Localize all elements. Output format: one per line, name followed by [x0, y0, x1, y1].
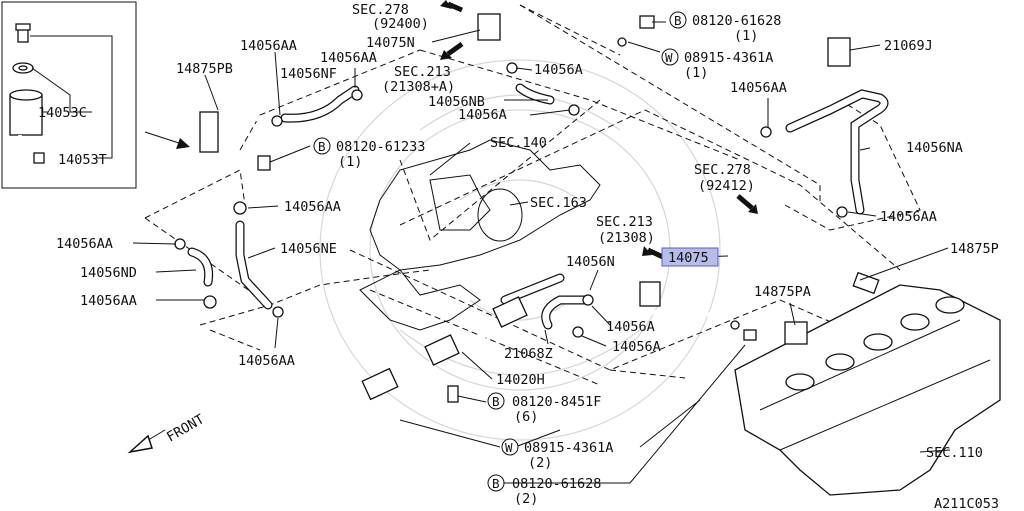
label-sec163: SEC.163	[530, 195, 587, 211]
label-bolt-top-qty: (1)	[734, 28, 758, 44]
label-14053T: 14053T	[58, 152, 107, 168]
label-14056AA-right: 14056AA	[730, 80, 787, 96]
intake-manifold-outline	[359, 139, 601, 331]
label-14056AA-b: 14056AA	[320, 50, 377, 66]
label-sec278-mid: SEC.278	[694, 162, 751, 178]
label-14056N: 14056N	[566, 254, 615, 270]
rail-assembly	[199, 13, 880, 401]
circle-letter: B	[674, 13, 682, 28]
bolt-low-callout: B 08120-8451F (6)	[487, 392, 601, 425]
label-14875PB: 14875PB	[176, 61, 233, 77]
label-14056NF: 14056NF	[280, 66, 337, 82]
label-14056AA-c: 14056AA	[284, 199, 341, 215]
label-sec140: SEC.140	[490, 135, 547, 151]
label-14075[interactable]: 14075	[668, 250, 709, 266]
label-14056AA-f: 14056AA	[238, 353, 295, 369]
label-front: FRONT	[164, 411, 207, 445]
label-washer-top-code: 08915-4361A	[684, 50, 773, 66]
label-14056A-low2: 14056A	[612, 339, 661, 355]
circle-letter: B	[318, 139, 326, 154]
circle-letter: B	[492, 394, 500, 409]
label-sec278-mid-sub: (92412)	[698, 178, 755, 194]
label-14056AA-e: 14056AA	[80, 293, 137, 309]
highlight-14075[interactable]	[661, 247, 719, 267]
label-14056ND: 14056ND	[80, 265, 137, 281]
label-14056A-low1: 14056A	[606, 319, 655, 335]
label-14075N: 14075N	[366, 35, 415, 51]
label-sec213-mid: SEC.213	[596, 214, 653, 230]
label-14056AA-a: 14056AA	[240, 38, 297, 54]
washer-low-callout: W 08915-4361A (2)	[501, 438, 613, 471]
labels: 14875PB 14056AA 14056AA 14056NF SEC.278 …	[56, 2, 999, 511]
label-14020H: 14020H	[496, 372, 545, 388]
clamps	[174, 15, 848, 403]
label-bolt-left-qty: (1)	[338, 154, 362, 170]
label-bolt-left-code: 08120-61233	[336, 139, 425, 155]
label-bolt-bottom-code: 08120-61628	[512, 476, 601, 492]
label-21069J: 21069J	[884, 38, 933, 54]
label-bolt-low-code: 08120-8451F	[512, 394, 601, 410]
label-14875P: 14875P	[950, 241, 999, 257]
arrows	[127, 0, 758, 454]
label-21068Z: 21068Z	[504, 346, 553, 362]
label-sec213-top-sub: (21308+A)	[382, 79, 455, 95]
bolt-bottom-callout: B 08120-61628 (2)	[487, 474, 601, 507]
label-washer-low-qty: (2)	[528, 455, 552, 471]
pipes	[205, 17, 769, 318]
bolt-top-callout: B 08120-61628 (1)	[669, 11, 781, 44]
label-14056AA-d: 14056AA	[56, 236, 113, 252]
bolt-left-callout: B 08120-61233 (1)	[313, 137, 425, 170]
label-14056A-top: 14056A	[534, 62, 583, 78]
label-14056NB: 14056NB	[428, 94, 485, 110]
label-14056A-mid: 14056A	[458, 107, 507, 123]
cylinder-head	[734, 284, 1001, 496]
diagram-id: A211C053	[934, 496, 999, 511]
label-washer-low-code: 08915-4361A	[524, 440, 613, 456]
leader-lines	[132, 21, 951, 484]
label-sec278-top-sub: (92400)	[372, 16, 429, 32]
label-14056NE: 14056NE	[280, 241, 337, 257]
label-sec110: SEC.110	[926, 445, 983, 461]
label-bolt-low-qty: (6)	[514, 409, 538, 425]
label-bolt-top-code: 08120-61628	[692, 13, 781, 29]
label-washer-top-qty: (1)	[684, 65, 708, 81]
circle-letter: W	[505, 440, 513, 455]
label-14875PA: 14875PA	[754, 284, 811, 300]
label-14053C: 14053C	[38, 105, 87, 121]
label-14056NA: 14056NA	[906, 140, 963, 156]
label-sec213-top: SEC.213	[394, 64, 451, 80]
washer-top-callout: W 08915-4361A (1)	[661, 48, 773, 81]
hoses	[187, 83, 889, 330]
label-14056AA-right2: 14056AA	[880, 209, 937, 225]
circle-letter: W	[665, 50, 673, 65]
label-sec213-mid-sub: (21308)	[598, 230, 655, 246]
label-sec278-top: SEC.278	[352, 2, 409, 18]
circle-letter: B	[492, 476, 500, 491]
label-bolt-bottom-qty: (2)	[514, 491, 538, 507]
inset-box: 14053C 14053T	[1, 1, 137, 189]
